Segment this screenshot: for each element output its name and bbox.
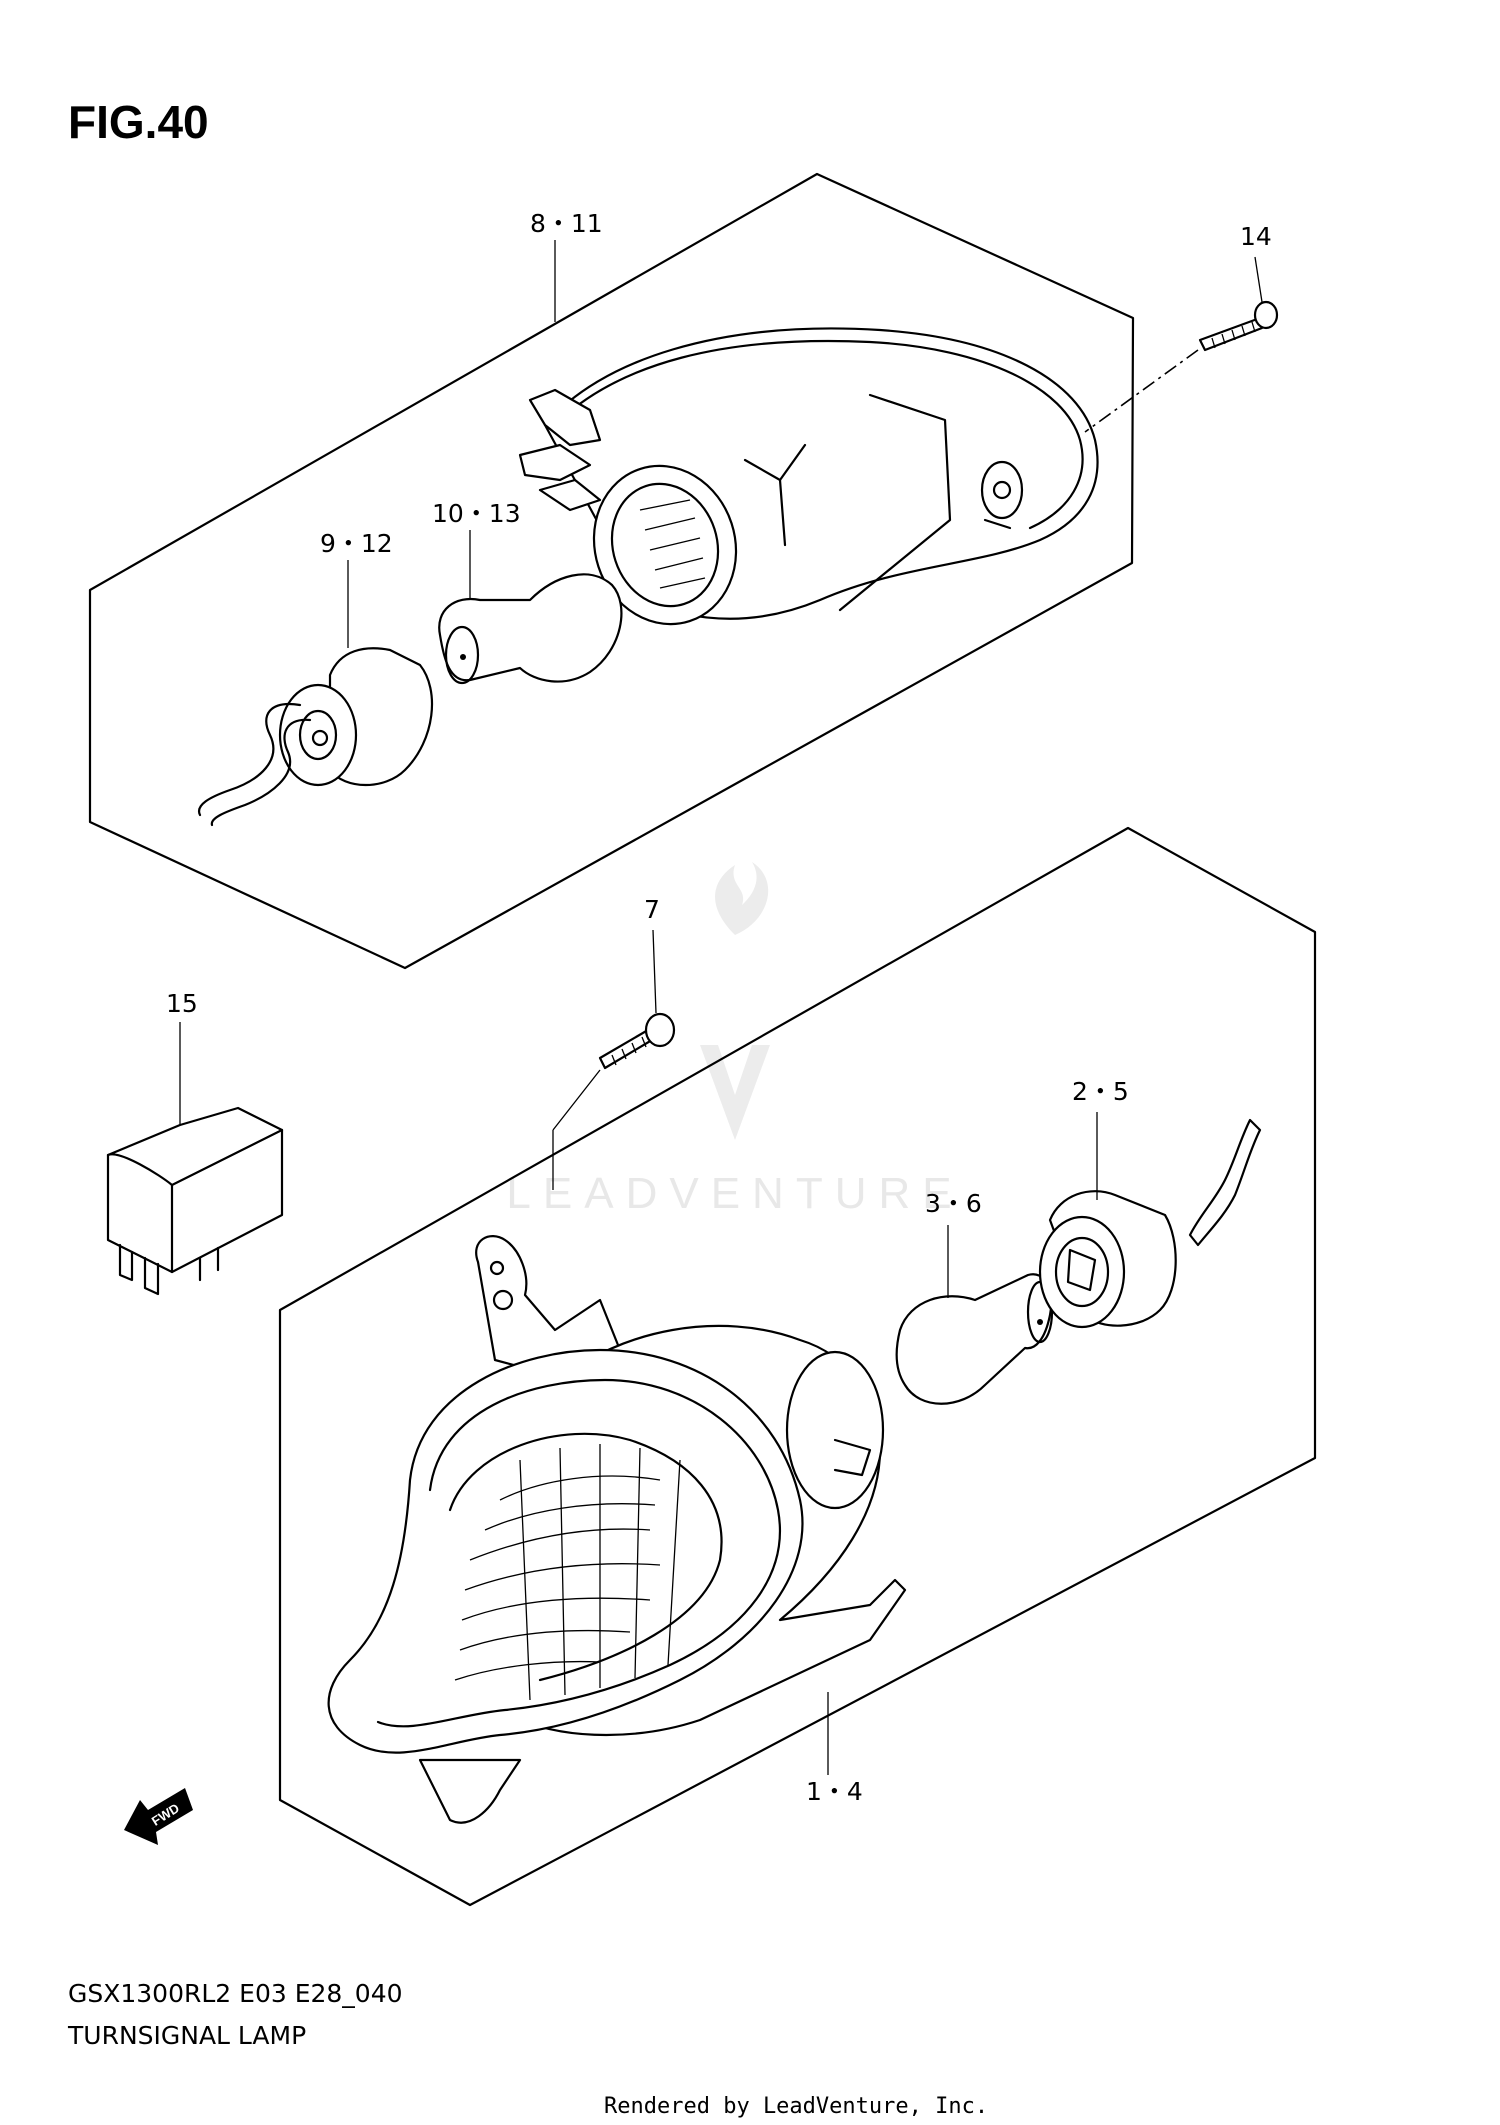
- callout-8-11: 8・11: [530, 209, 603, 238]
- rear-bulb: [438, 573, 623, 685]
- callout-10-13: 10・13: [432, 499, 521, 528]
- watermark-logo-icon: [700, 862, 770, 1140]
- callout-14: 14: [1240, 222, 1272, 251]
- lower-assembly-group: 7 1・4 3・6: [278, 826, 1317, 1907]
- callout-1-4: 1・4: [806, 1777, 863, 1806]
- upper-assembly-group: 8・11 14 10・13 9・12: [88, 172, 1279, 970]
- callout-2-5: 2・5: [1072, 1077, 1129, 1106]
- callout-15: 15: [166, 989, 198, 1018]
- leader-7: [652, 929, 657, 1014]
- upper-group-frame: [88, 172, 1135, 970]
- fwd-direction-marker: FWD: [124, 1788, 193, 1845]
- model-code: GSX1300RL2 E03 E28_040: [68, 1979, 403, 2008]
- screw-14: [1084, 300, 1279, 433]
- figure-title: FIG.40: [68, 96, 209, 148]
- watermark-text: LEADVENTURE: [506, 1169, 963, 1218]
- lower-group-frame: [278, 826, 1317, 1907]
- part-group-name: TURNSIGNAL LAMP: [67, 2021, 306, 2050]
- rear-lamp-housing: [518, 327, 1099, 626]
- callout-3-6: 3・6: [925, 1189, 982, 1218]
- render-credit: Rendered by LeadVenture, Inc.: [604, 2094, 988, 2119]
- callout-7: 7: [644, 895, 660, 924]
- front-lamp-housing: [327, 1235, 907, 1824]
- front-bulb-socket: [1038, 1118, 1262, 1329]
- relay-15: 15: [106, 989, 284, 1296]
- fwd-arrow-icon: [124, 1788, 193, 1845]
- leader-14: [1254, 256, 1263, 303]
- front-bulb: [895, 1273, 1054, 1405]
- rear-bulb-socket: [197, 647, 434, 827]
- watermark: LEADVENTURE: [506, 862, 963, 1218]
- callout-9-12: 9・12: [320, 529, 393, 558]
- screw-7: [552, 1012, 676, 1190]
